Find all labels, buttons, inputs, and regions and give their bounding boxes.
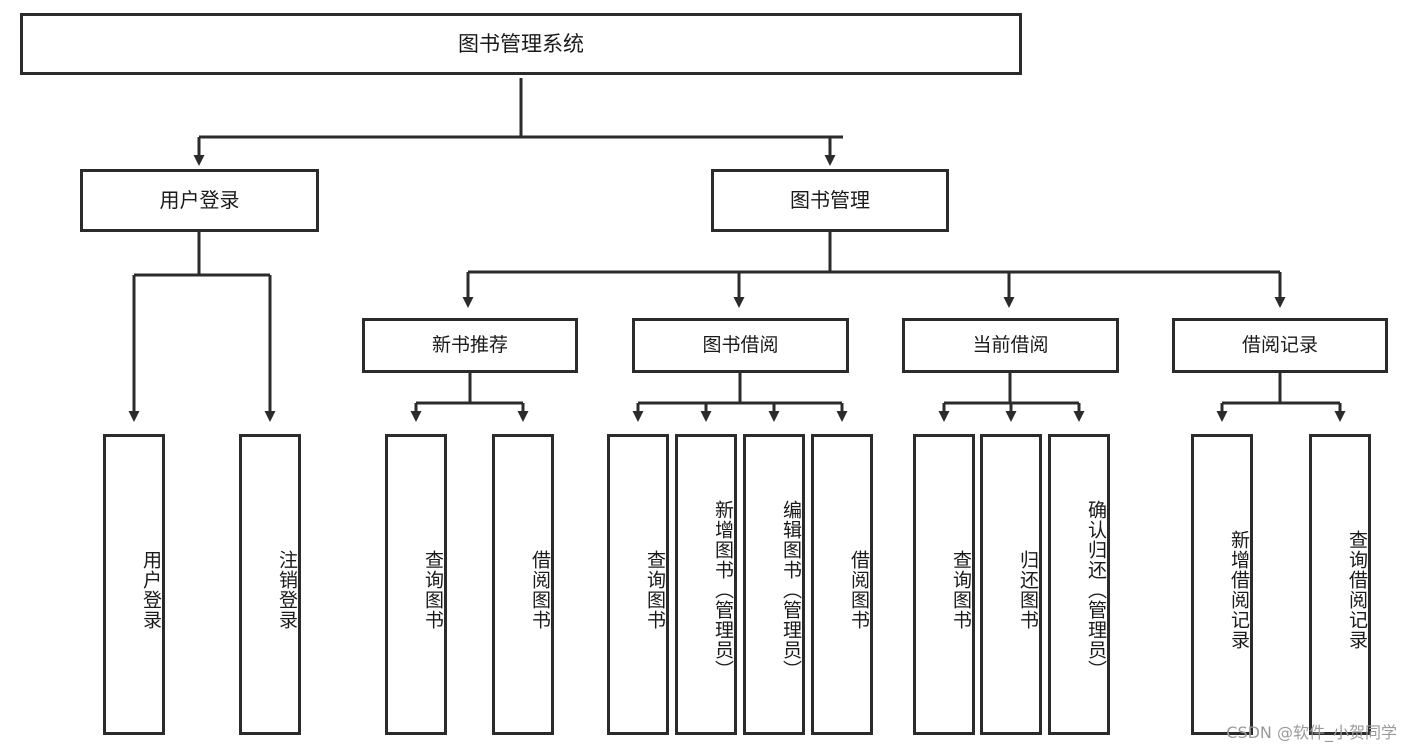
node-new-book[interactable]: 新书推荐 (362, 318, 578, 373)
node-book-manage-label: 图书管理 (790, 187, 870, 212)
node-leaf-borrow-query-label: 查询图书 (644, 549, 666, 630)
node-borrow-record-label: 借阅记录 (1241, 334, 1318, 357)
node-leaf-borrow-do[interactable]: 借阅图书 (811, 434, 873, 735)
node-book-manage[interactable]: 图书管理 (711, 169, 949, 232)
node-book-borrow[interactable]: 图书借阅 (632, 318, 849, 373)
node-leaf-newbook-query-label: 查询图书 (422, 549, 444, 630)
node-leaf-newbook-borrow-label: 借阅图书 (529, 549, 551, 630)
node-leaf-borrow-do-label: 借阅图书 (848, 549, 870, 630)
node-user-login[interactable]: 用户登录 (80, 169, 319, 232)
node-leaf-current-confirm-label: 确认归还（管理员） (1085, 499, 1107, 680)
node-leaf-user-login-label: 用户登录 (140, 549, 162, 630)
node-leaf-logout-label: 注销登录 (276, 549, 298, 630)
node-leaf-current-confirm[interactable]: 确认归还（管理员） (1048, 434, 1110, 735)
node-leaf-record-add[interactable]: 新增借阅记录 (1191, 434, 1253, 735)
node-leaf-record-query[interactable]: 查询借阅记录 (1309, 434, 1371, 735)
node-leaf-user-login[interactable]: 用户登录 (103, 434, 165, 735)
node-borrow-record[interactable]: 借阅记录 (1172, 318, 1388, 373)
node-leaf-current-query-label: 查询图书 (950, 549, 972, 630)
node-leaf-borrow-add[interactable]: 新增图书（管理员） (675, 434, 737, 735)
node-user-login-label: 用户登录 (159, 187, 240, 212)
node-leaf-newbook-borrow[interactable]: 借阅图书 (492, 434, 554, 735)
node-leaf-current-query[interactable]: 查询图书 (913, 434, 975, 735)
node-leaf-current-return-label: 归还图书 (1017, 549, 1039, 630)
node-root-label: 图书管理系统 (458, 31, 584, 56)
node-current-borrow-label: 当前借阅 (972, 334, 1049, 357)
node-leaf-newbook-query[interactable]: 查询图书 (385, 434, 447, 735)
node-leaf-record-add-label: 新增借阅记录 (1228, 529, 1250, 650)
node-leaf-borrow-edit-label: 编辑图书（管理员） (780, 499, 802, 680)
node-root[interactable]: 图书管理系统 (20, 13, 1022, 75)
node-leaf-borrow-edit[interactable]: 编辑图书（管理员） (743, 434, 805, 735)
node-leaf-borrow-add-label: 新增图书（管理员） (712, 499, 734, 680)
node-book-borrow-label: 图书借阅 (702, 334, 779, 357)
node-leaf-borrow-query[interactable]: 查询图书 (607, 434, 669, 735)
csdn-watermark: CSDN @软件_小贺同学 (1226, 723, 1397, 742)
node-new-book-label: 新书推荐 (431, 334, 508, 357)
node-leaf-current-return[interactable]: 归还图书 (980, 434, 1042, 735)
node-leaf-record-query-label: 查询借阅记录 (1346, 529, 1368, 650)
node-current-borrow[interactable]: 当前借阅 (902, 318, 1119, 373)
node-leaf-logout[interactable]: 注销登录 (239, 434, 301, 735)
